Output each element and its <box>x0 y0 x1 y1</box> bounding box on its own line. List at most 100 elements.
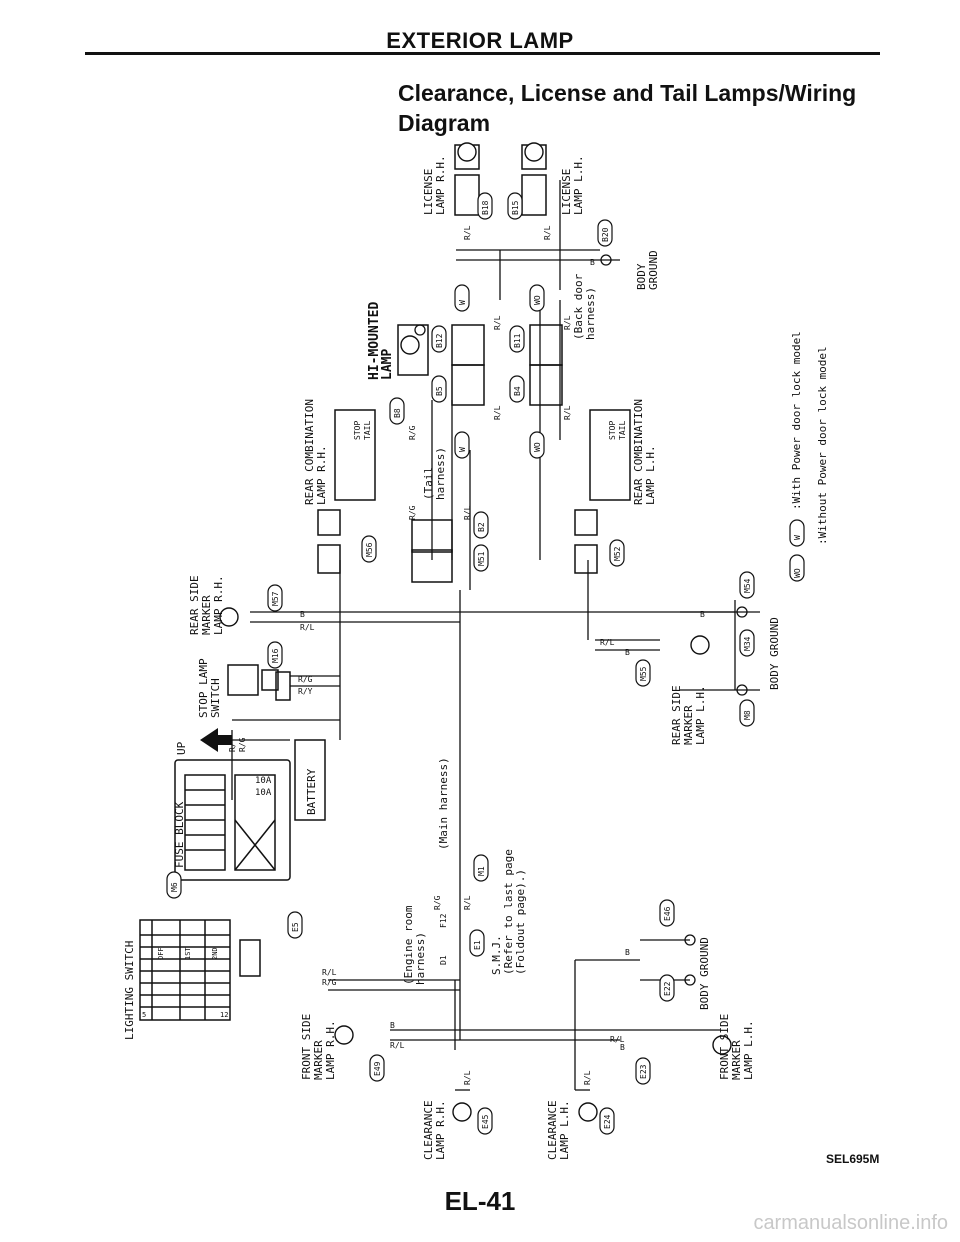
label-stop-lamp-switch-2: SWITCH <box>209 678 222 718</box>
wire-b-1: B <box>300 610 305 619</box>
label-body-ground-2-2: GROUND <box>647 250 660 290</box>
wire-rg-6: R/G <box>433 895 442 910</box>
conn-B20: B20 <box>601 227 610 242</box>
label-option-wo-desc: :Without Power door lock model <box>816 346 829 545</box>
wire-rl-9: R/L <box>563 405 572 420</box>
label-front-marker-rh-1: FRONT SIDE <box>300 1014 313 1080</box>
label-up: UP <box>175 741 188 755</box>
label-license-rh-1: LICENSE <box>422 169 435 215</box>
label-rear-marker-lh-3: LAMP L.H. <box>694 685 707 745</box>
wire-rg-1: R/G <box>322 978 337 987</box>
option-W-badge: W <box>793 535 802 540</box>
label-body-ground-front: BODY GROUND <box>698 937 711 1010</box>
diagram-title-line-2: Diagram <box>398 110 491 136</box>
switch-row-5: 5 <box>142 1011 146 1019</box>
label-rear-marker-rh-1: REAR SIDE <box>188 575 201 635</box>
conn-M1: M1 <box>477 866 486 876</box>
label-engine-room-2: harness) <box>414 932 427 985</box>
switch-col-off: OFF <box>157 947 165 960</box>
conn-M56: M56 <box>365 542 374 557</box>
label-clearance-rh-1: CLEARANCE <box>422 1100 435 1160</box>
conn-E1: E1 <box>473 940 482 950</box>
label-rear-marker-lh-2: MARKER <box>682 705 695 745</box>
conn-B5: B5 <box>435 386 444 396</box>
conn-E49: E49 <box>373 1061 382 1076</box>
wire-rg-4: R/G <box>408 505 417 520</box>
conn-B11: B11 <box>513 333 522 348</box>
wire-rl-2: R/L <box>300 623 315 632</box>
label-hi-mounted-1: HI-MOUNTED <box>367 302 382 380</box>
wire-rl-6: R/L <box>463 505 472 520</box>
label-clearance-rh-2: LAMP R.H. <box>434 1100 447 1160</box>
label-stop-tail-lh-2: TAIL <box>618 421 627 440</box>
conn-B8: B8 <box>393 408 402 418</box>
label-smj-3: (Foldout page).) <box>514 869 527 975</box>
wire-rg-2: R/G <box>298 675 313 684</box>
conn-B4: B4 <box>513 386 522 396</box>
wire-rg-3: R/G <box>408 425 417 440</box>
label-rear-combo-rh-2: LAMP R.H. <box>315 445 328 505</box>
wire-b-2: B <box>700 610 705 619</box>
wire-rl-7: R/L <box>493 405 502 420</box>
wire-rl-12: R/L <box>543 225 552 240</box>
wire-rl-5: R/L <box>610 1035 625 1044</box>
label-front-marker-rh-3: LAMP R.H. <box>324 1020 337 1080</box>
page-header: EXTERIOR LAMP <box>386 28 574 53</box>
conn-M57: M57 <box>271 591 280 606</box>
label-option-w-desc: :With Power door lock model <box>790 331 803 510</box>
label-clearance-lh-1: CLEARANCE <box>546 1100 559 1160</box>
wire-ry-1: R/Y <box>298 687 313 696</box>
conn-M52: M52 <box>613 546 622 561</box>
label-hi-mounted-2: LAMP <box>380 349 395 380</box>
label-back-door-harness-2: harness) <box>584 287 597 340</box>
conn-D1: D1 <box>439 955 448 965</box>
switch-row-12: 12 <box>220 1011 228 1019</box>
conn-M55: M55 <box>639 666 648 681</box>
figure-code: SEL695M <box>826 1152 880 1166</box>
label-rear-combo-lh-2: LAMP L.H. <box>644 445 657 505</box>
label-stop-tail-lh-1: STOP <box>608 421 617 440</box>
conn-B15: B15 <box>511 200 520 215</box>
option-W-tag-1: W <box>458 447 467 452</box>
label-license-rh-2: LAMP R.H. <box>434 155 447 215</box>
conn-E24: E24 <box>603 1114 612 1129</box>
label-front-marker-lh-2: MARKER <box>730 1040 743 1080</box>
label-lighting-switch: LIGHTING SWITCH <box>123 941 136 1040</box>
label-license-lh-2: LAMP L.H. <box>572 155 585 215</box>
label-clearance-lh-2: LAMP L.H. <box>558 1100 571 1160</box>
wire-rl-11: R/L <box>463 225 472 240</box>
option-WO-tag-2: WO <box>533 295 542 305</box>
wire-b-6: B <box>620 1043 625 1052</box>
wire-rl-14: R/L <box>463 1070 472 1085</box>
conn-B12: B12 <box>435 333 444 348</box>
conn-M6: M6 <box>170 882 179 892</box>
conn-E46: E46 <box>663 906 672 921</box>
conn-M51: M51 <box>477 551 486 566</box>
label-body-ground-2-1: BODY <box>635 263 648 290</box>
conn-M34: M34 <box>743 636 752 651</box>
wire-b-7: B <box>590 258 595 267</box>
label-stop-tail-rh-2: TAIL <box>363 421 372 440</box>
conn-M54: M54 <box>743 578 752 593</box>
wire-rl-1: R/L <box>322 968 337 977</box>
option-WO-badge: WO <box>793 568 802 578</box>
wire-rl-15: R/L <box>583 1070 592 1085</box>
wire-b-5: B <box>390 1021 395 1030</box>
page-number: EL-41 <box>444 1186 516 1216</box>
label-tail-harness-2: harness) <box>434 447 447 500</box>
wire-rl-10: R/L <box>563 315 572 330</box>
label-back-door-harness-1: (Back door <box>572 273 585 340</box>
label-smj-2: (Refer to last page <box>502 849 515 975</box>
label-stop-lamp-switch-1: STOP LAMP <box>197 658 210 718</box>
wire-b-4: B <box>625 948 630 957</box>
wire-b-3: B <box>625 648 630 657</box>
label-stop-tail-rh-1: STOP <box>353 421 362 440</box>
label-rear-marker-lh-1: REAR SIDE <box>670 685 683 745</box>
label-front-marker-lh-1: FRONT SIDE <box>718 1014 731 1080</box>
label-main-harness: (Main harness) <box>437 757 450 850</box>
conn-E22: E22 <box>663 981 672 996</box>
wire-rl-8: R/L <box>493 315 502 330</box>
conn-E5: E5 <box>291 922 300 932</box>
header-rule <box>85 52 880 55</box>
